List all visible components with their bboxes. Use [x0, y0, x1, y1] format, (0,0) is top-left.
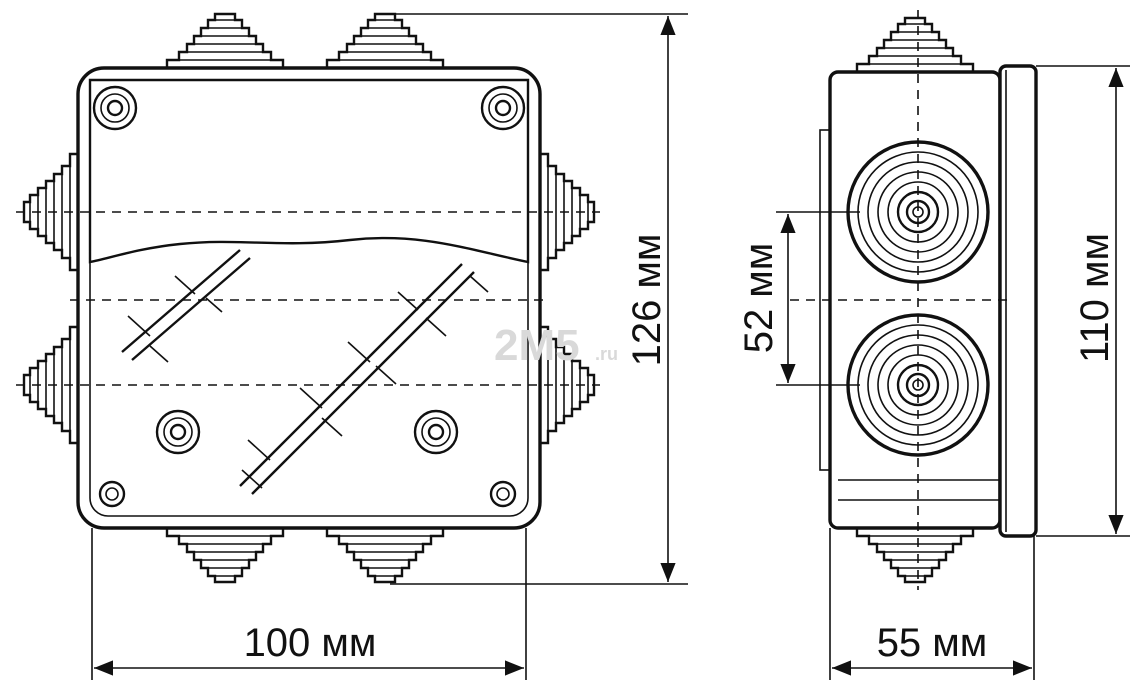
- terminal-rail-short: [121, 249, 251, 363]
- dim-label-height-front: 126 мм: [625, 234, 669, 367]
- gland-top-left: [165, 12, 285, 70]
- watermark-suffix: .ru: [595, 344, 618, 364]
- gland-bottom-left: [165, 526, 285, 584]
- box-lid: [88, 78, 530, 264]
- dim-label-gland-spacing: 52 мм: [737, 243, 781, 354]
- gland-top-right: [325, 12, 445, 70]
- watermark-main: 2М5: [494, 321, 580, 370]
- dim-label-depth: 55 мм: [877, 621, 988, 665]
- watermark: 2М5 .ru: [494, 321, 618, 370]
- dimension-lines: [91, 13, 1130, 680]
- screw-top-left: [92, 85, 138, 131]
- dim-label-width: 100 мм: [244, 621, 377, 665]
- screw-bottom-left: [98, 480, 126, 508]
- mount-hole-left: [155, 409, 201, 455]
- gland-side-bottom: [855, 526, 975, 584]
- gland-side-top: [855, 16, 975, 74]
- side-lid: [998, 64, 1038, 538]
- screw-bottom-right: [489, 480, 517, 508]
- screw-top-right: [480, 85, 526, 131]
- terminal-rail-long: [239, 263, 489, 495]
- mount-hole-right: [413, 409, 459, 455]
- front-view: [16, 12, 600, 584]
- side-view: [790, 10, 1038, 590]
- gland-bottom-right: [325, 526, 445, 584]
- dim-label-height-side: 110 мм: [1073, 233, 1117, 363]
